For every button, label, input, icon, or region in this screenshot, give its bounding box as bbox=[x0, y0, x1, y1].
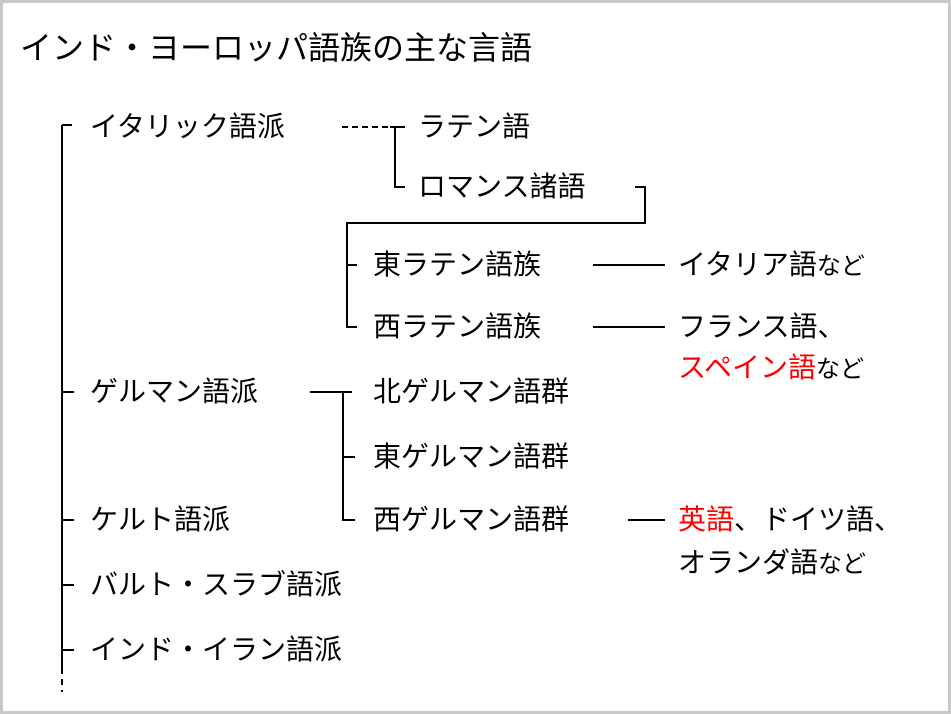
example-west-germanic-line1: 英語、ドイツ語、 bbox=[678, 506, 902, 534]
branch-balto-slavic: バルト・スラブ語派 bbox=[90, 568, 343, 601]
example-west-latin-line2: スペイン語など bbox=[678, 354, 864, 382]
node-north-germanic: 北ゲルマン語群 bbox=[373, 375, 570, 408]
example-east-latin: イタリア語など bbox=[678, 251, 865, 279]
node-west-latin: 西ラテン語族 bbox=[373, 310, 542, 343]
branch-germanic: ゲルマン語派 bbox=[90, 375, 259, 408]
node-west-germanic: 西ゲルマン語群 bbox=[373, 503, 570, 536]
example-suffix: など bbox=[816, 355, 865, 383]
node-latin: ラテン語 bbox=[418, 110, 531, 143]
example-suffix: など bbox=[816, 252, 865, 280]
example-dutch: オランダ語 bbox=[678, 546, 819, 579]
page-title: インド・ヨーロッパ語族の主な言語 bbox=[20, 29, 533, 67]
node-east-germanic: 東ゲルマン語群 bbox=[373, 440, 570, 473]
example-suffix: など bbox=[818, 550, 867, 578]
example-french: フランス語、 bbox=[678, 310, 846, 343]
node-romance: ロマンス諸語 bbox=[418, 170, 586, 203]
example-west-germanic-line2: オランダ語など bbox=[678, 549, 866, 577]
example-english-highlight: 英語 bbox=[678, 503, 735, 536]
node-east-latin: 東ラテン語族 bbox=[373, 248, 542, 281]
branch-indo-iranian: インド・イラン語派 bbox=[90, 633, 343, 666]
example-german: 、ドイツ語、 bbox=[734, 503, 903, 536]
example-spanish-highlight: スペイン語 bbox=[678, 351, 817, 384]
romance-branch-line bbox=[346, 186, 646, 328]
italic-branch-line bbox=[390, 126, 405, 188]
germanic-branch-line bbox=[310, 391, 355, 521]
branch-italic: イタリック語派 bbox=[90, 110, 285, 143]
main-trunk-line bbox=[61, 124, 74, 668]
example-italian: イタリア語 bbox=[678, 248, 817, 281]
branch-celtic: ケルト語派 bbox=[90, 503, 231, 536]
